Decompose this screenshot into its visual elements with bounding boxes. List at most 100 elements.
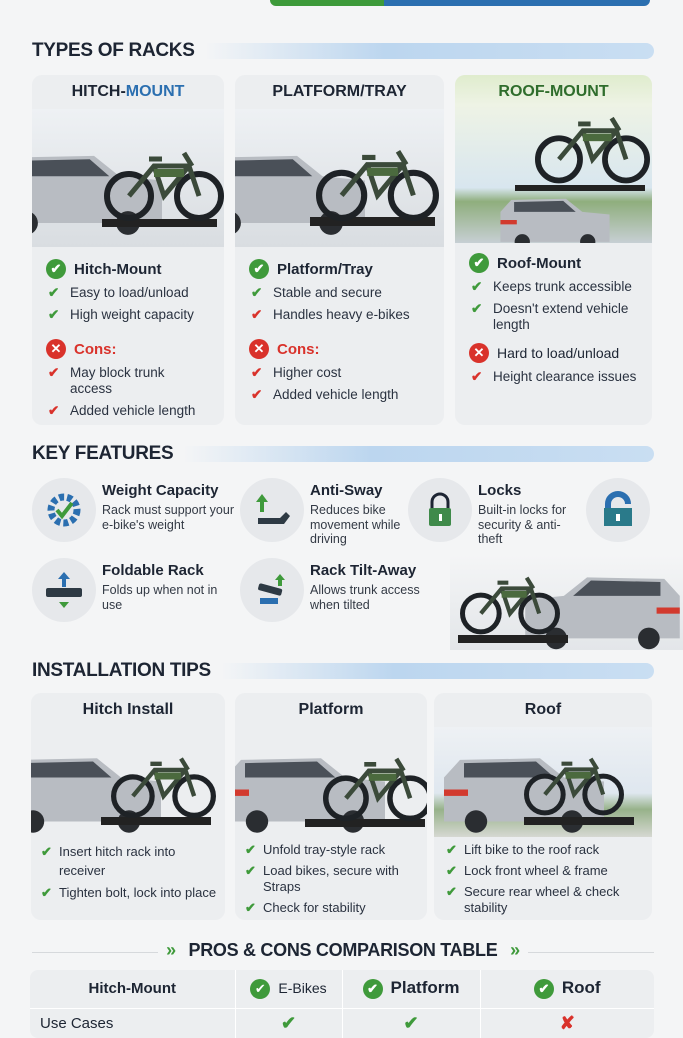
anti-sway-icon	[240, 478, 304, 542]
feature-desc: Allows trunk access when tilted	[310, 583, 420, 612]
card-title: Platform	[298, 701, 364, 718]
card-title: HITCH-MOUNT	[32, 83, 224, 105]
comparison-title: » PROS & CONS COMPARISON TABLE »	[32, 940, 654, 961]
install-card-hitch: Hitch Install ✔ Insert hitch rack into re…	[31, 693, 225, 920]
check-circle-icon: ✔	[533, 979, 554, 1000]
install-step: Load bikes, secure with Straps	[263, 863, 399, 894]
card-title: PLATFORM/TRAY	[272, 83, 407, 100]
table-cell: ✘	[480, 1007, 654, 1038]
pro-item: Handles heavy e-bikes	[273, 307, 410, 322]
check-icon: ✔	[48, 403, 60, 418]
check-icon: ✔	[446, 884, 457, 899]
check-icon: ✔	[251, 307, 263, 322]
x-circle-icon: ✕	[46, 339, 66, 359]
section-title: KEY FEATURES	[32, 443, 174, 464]
check-circle-icon: ✔	[46, 259, 66, 279]
check-icon: ✔	[446, 863, 457, 878]
check-icon: ✔	[471, 301, 483, 316]
feature-title: Rack Tilt-Away	[310, 562, 417, 579]
con-item: Hard to load/unload	[497, 345, 620, 361]
cons-title: Cons:	[74, 340, 117, 358]
roof-install-image	[434, 727, 652, 837]
feature-title: Weight Capacity	[102, 482, 219, 499]
header-text: Platform	[390, 978, 460, 998]
row-label: Use Cases	[30, 1007, 236, 1038]
feature-title: Foldable Rack	[102, 562, 204, 579]
table-header-row: Hitch-Mount ✔E-Bikes ✔Platform ✔Roof	[30, 970, 654, 1008]
check-circle-icon: ✔	[249, 259, 269, 279]
check-icon: ✔	[41, 885, 52, 900]
hitch-install-image	[31, 727, 225, 837]
double-chevron-icon: »	[162, 940, 180, 960]
check-icon: ✔	[245, 900, 256, 915]
cons-title: Cons:	[277, 340, 320, 358]
check-icon: ✔	[471, 369, 483, 384]
install-step: Lock front wheel & frame	[464, 863, 608, 878]
pro-item: Keeps trunk accessible	[493, 279, 632, 294]
con-item: May block trunk access	[70, 365, 165, 396]
check-icon: ✔	[245, 842, 256, 857]
check-icon: ✔	[471, 279, 483, 294]
feature-desc: Built-in locks for security & anti-theft	[478, 503, 567, 546]
pro-item: High weight capacity	[70, 307, 194, 322]
fold-icon	[32, 558, 96, 622]
types-section-header: TYPES OF RACKS	[32, 40, 654, 62]
install-step: Unfold tray-style rack	[263, 842, 386, 857]
column-header: ✔Platform	[342, 970, 481, 1008]
x-circle-icon: ✕	[469, 343, 489, 363]
install-step: Lift bike to the roof rack	[464, 842, 600, 857]
install-step: Check for stability	[263, 900, 366, 915]
header-text: E-Bikes	[278, 979, 327, 996]
card-title: Hitch Install	[82, 701, 174, 718]
section-title: TYPES OF RACKS	[32, 40, 195, 61]
platform-install-image	[235, 727, 427, 837]
table-cell: ✔	[342, 1007, 481, 1038]
table-cell: ✔	[235, 1007, 343, 1038]
lock-icon	[408, 478, 472, 542]
check-icon: ✔	[48, 285, 60, 300]
table-row: Use Cases ✔ ✔ ✘	[30, 1007, 654, 1038]
check-circle-icon: ✔	[250, 978, 271, 999]
gear-check-icon	[32, 478, 96, 542]
column-header: ✔ E-Bikes	[235, 970, 343, 1008]
con-item: Added vehicle length	[273, 387, 399, 402]
comparison-title-text: PROS & CONS COMPARISON TABLE	[184, 940, 502, 960]
check-icon: ✔	[251, 365, 263, 380]
pro-item: Easy to load/unload	[70, 285, 189, 300]
check-icon: ✔	[48, 307, 60, 322]
feature-title: Locks	[478, 482, 522, 499]
feature-desc: Rack must support your e-bike's weight	[102, 503, 234, 532]
platform-rack-image	[235, 109, 444, 247]
install-step: Tighten bolt, lock into place	[59, 885, 217, 900]
check-icon: ✔	[251, 387, 263, 402]
card-title: ROOF-MOUNT	[455, 75, 652, 105]
roof-mount-card: ROOF-MOUNT ✔Roof-Mount ✔Keeps trunk acce…	[455, 75, 652, 425]
lock-icon	[586, 478, 650, 542]
check-icon: ✔	[41, 844, 52, 859]
check-icon: ✔	[251, 285, 263, 300]
pro-item: Doesn't extend vehicle length	[493, 301, 629, 332]
features-section-header: KEY FEATURES	[32, 443, 654, 465]
section-title: INSTALLATION TIPS	[32, 660, 211, 681]
install-section-header: INSTALLATION TIPS	[32, 660, 654, 682]
top-accent-bar	[270, 0, 650, 6]
roof-rack-image	[455, 105, 652, 250]
title-part: HITCH-	[71, 83, 126, 100]
check-icon: ✔	[245, 863, 256, 878]
column-header: ✔Roof	[480, 970, 654, 1008]
install-card-roof: Roof ✔Lift bike to the roof rack ✔Lock f…	[434, 693, 652, 920]
platform-tray-card: PLATFORM/TRAY ✔Platform/Tray ✔Stable and…	[235, 75, 444, 425]
install-step: Insert hitch rack into receiver	[59, 844, 176, 878]
install-step: Secure rear wheel & check stability	[464, 884, 620, 915]
column-header: Hitch-Mount	[30, 970, 236, 1008]
pro-item: Stable and secure	[273, 285, 382, 300]
comparison-table: Hitch-Mount ✔E-Bikes ✔Platform ✔Roof Use…	[30, 970, 654, 1038]
suv-bike-image	[450, 555, 683, 650]
feature-desc: Reduces bike movement while driving	[310, 503, 401, 546]
hitch-rack-image	[32, 109, 224, 247]
feature-desc: Folds up when not in use	[102, 583, 218, 612]
